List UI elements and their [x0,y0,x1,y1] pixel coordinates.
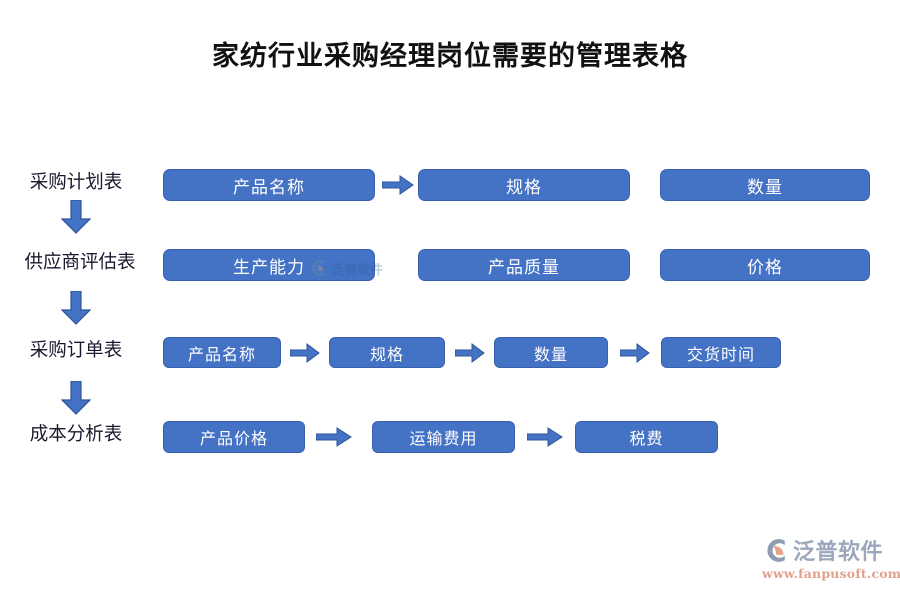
brand-name: 泛普软件 [793,540,884,565]
step-box-delivery-time[interactable]: 交货时间 [661,337,781,368]
step-box-production-capacity[interactable]: 生产能力 [163,249,375,281]
step-box-transport-cost[interactable]: 运输费用 [372,421,515,453]
arrow-down-icon [61,291,91,325]
step-box-price[interactable]: 价格 [660,249,870,281]
step-box-quantity-plan[interactable]: 数量 [660,169,870,201]
step-box-quantity-order[interactable]: 数量 [494,337,608,368]
step-box-product-quality[interactable]: 产品质量 [418,249,630,281]
arrow-right-icon [455,342,485,364]
stage-label-cost-analysis: 成本分析表 [29,424,123,445]
arrow-down-icon [61,200,91,234]
brand-url: www.fanpusoft.com [762,566,900,581]
arrow-right-icon [527,426,563,448]
stage-label-purchase-plan: 采购计划表 [29,172,123,193]
stage-label-purchase-order: 采购订单表 [29,340,123,361]
brand-logo-row: 泛普软件 [762,535,888,565]
arrow-right-icon [316,426,352,448]
arrow-down-icon [61,381,91,415]
step-box-product-price[interactable]: 产品价格 [163,421,305,453]
stage-label-supplier-evaluation: 供应商评估表 [24,252,136,273]
arrow-right-icon [290,342,320,364]
fanpu-logo-icon [762,537,789,564]
step-box-product-name-plan[interactable]: 产品名称 [163,169,375,201]
step-box-tax[interactable]: 税费 [575,421,718,453]
arrow-right-icon [620,342,650,364]
arrow-right-icon [382,174,414,196]
page-title: 家纺行业采购经理岗位需要的管理表格 [212,41,688,72]
step-box-specification-order[interactable]: 规格 [329,337,445,368]
brand-logo: 泛普软件 www.fanpusoft.com [762,535,900,587]
step-box-specification-plan[interactable]: 规格 [418,169,630,201]
step-box-product-name-order[interactable]: 产品名称 [163,337,281,368]
